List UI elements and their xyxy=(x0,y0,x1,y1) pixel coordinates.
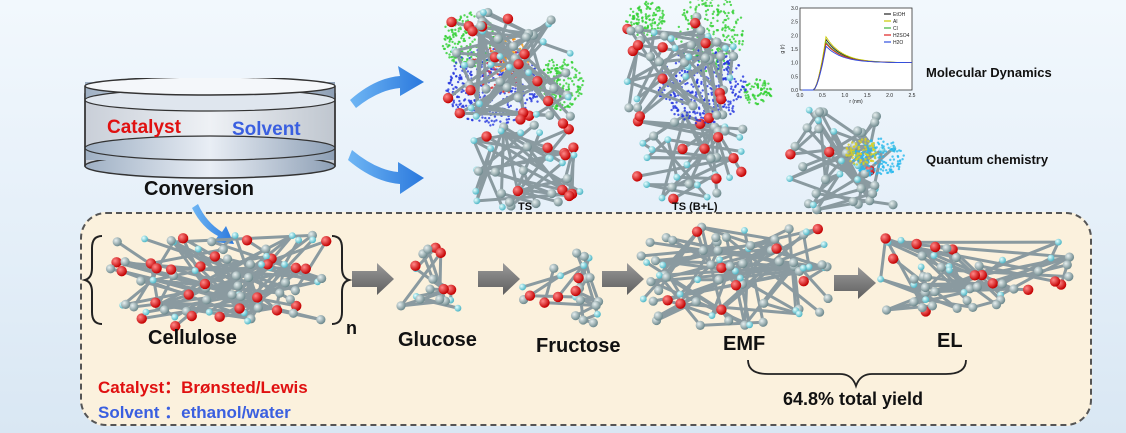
cellulose-n-label: n xyxy=(346,318,357,338)
yield-label: 64.8% total yield xyxy=(783,389,924,409)
rdf-legend-entry: H2SO4 xyxy=(893,33,910,39)
glucose-molecule xyxy=(396,242,462,312)
legend-solvent-key: Solvent ： xyxy=(98,403,182,422)
rdf-ytick: 2.5 xyxy=(791,20,798,26)
fructose-molecule xyxy=(519,248,604,328)
rdf-legend-entry: EtOH xyxy=(893,12,906,18)
cellulose-bracket-left xyxy=(81,235,103,325)
rdf-xtick: 2.5 xyxy=(909,93,916,99)
rdf-xtick: 2.0 xyxy=(886,93,893,99)
rdf-ytick: 1.5 xyxy=(791,47,798,53)
arrow-cellulose-glucose xyxy=(352,263,394,295)
rdf-legend-entry: Cl xyxy=(893,26,898,32)
emf-label: EMF xyxy=(723,333,766,355)
md-label: Molecular Dynamics xyxy=(926,65,1052,80)
md1-molecule xyxy=(442,7,575,129)
conversion-label: Conversion xyxy=(144,178,255,200)
cellulose-molecule xyxy=(105,230,332,332)
rdf-xtick: 1.0 xyxy=(841,93,848,99)
fructose-label: Fructose xyxy=(536,335,621,357)
rdf-ytick: 1.0 xyxy=(791,61,798,67)
reactor-vessel xyxy=(84,78,336,179)
ts-label: TS xyxy=(518,201,533,213)
arrow-emf-el xyxy=(834,267,876,299)
rdf-ytick: 0.0 xyxy=(791,88,798,94)
legend-catalyst-key: Catalyst： xyxy=(98,378,182,397)
cellulose-label: Cellulose xyxy=(148,327,237,349)
rdf-ytick: 0.5 xyxy=(791,74,798,80)
rdf-ylabel: g (r) xyxy=(780,44,786,54)
rdf-legend-entry: Al xyxy=(893,19,897,25)
cellulose-bracket-right xyxy=(331,235,353,325)
arrow-down-to-qc xyxy=(348,150,424,194)
ts-bl-label: TS (B+L) xyxy=(672,201,718,213)
qc-label: Quantum chemistry xyxy=(926,152,1049,167)
yield-brace xyxy=(747,359,967,389)
md2-green-region-3 xyxy=(743,78,773,106)
rdf-series-4 xyxy=(802,45,912,91)
arrow-up-to-md xyxy=(350,66,424,108)
rdf-legend-entry: H2O xyxy=(893,40,903,46)
el-molecule xyxy=(877,233,1075,317)
ts-molecule xyxy=(470,120,584,211)
arrow-glucose-fructose xyxy=(478,263,520,295)
arrow-fructose-emf xyxy=(602,263,644,295)
legend-catalyst: Catalyst：Brønsted/Lewis xyxy=(98,373,308,398)
glucose-label: Glucose xyxy=(398,329,477,351)
arrow-conversion-down xyxy=(192,204,234,244)
rdf-xtick: 0.0 xyxy=(797,93,804,99)
md2-molecule xyxy=(622,12,739,124)
legend-catalyst-value: Brønsted/Lewis xyxy=(181,378,308,397)
rdf-ytick: 3.0 xyxy=(791,6,798,12)
rdf-chart: 0.0 0.5 1.0 1.5 2.0 2.5 3.0 0.0 0.5 1.0 1.5 2.0 2.5 r… xyxy=(780,6,916,104)
qc-orbital-yellow xyxy=(845,137,878,166)
rdf-xlabel: r (nm) xyxy=(849,99,863,104)
legend-solvent-value: ethanol/water xyxy=(181,403,291,422)
emf-molecule xyxy=(636,222,833,330)
rdf-xtick: 0.5 xyxy=(819,93,826,99)
legend-solvent: Solvent ：ethanol/water xyxy=(98,398,291,423)
reactor-catalyst-label: Catalyst xyxy=(107,117,181,138)
ts-bl-molecule xyxy=(632,109,748,205)
reactor-solvent-label: Solvent xyxy=(232,119,301,140)
rdf-xtick: 1.5 xyxy=(864,93,871,99)
rdf-ytick: 2.0 xyxy=(791,33,798,39)
el-label: EL xyxy=(937,330,963,352)
